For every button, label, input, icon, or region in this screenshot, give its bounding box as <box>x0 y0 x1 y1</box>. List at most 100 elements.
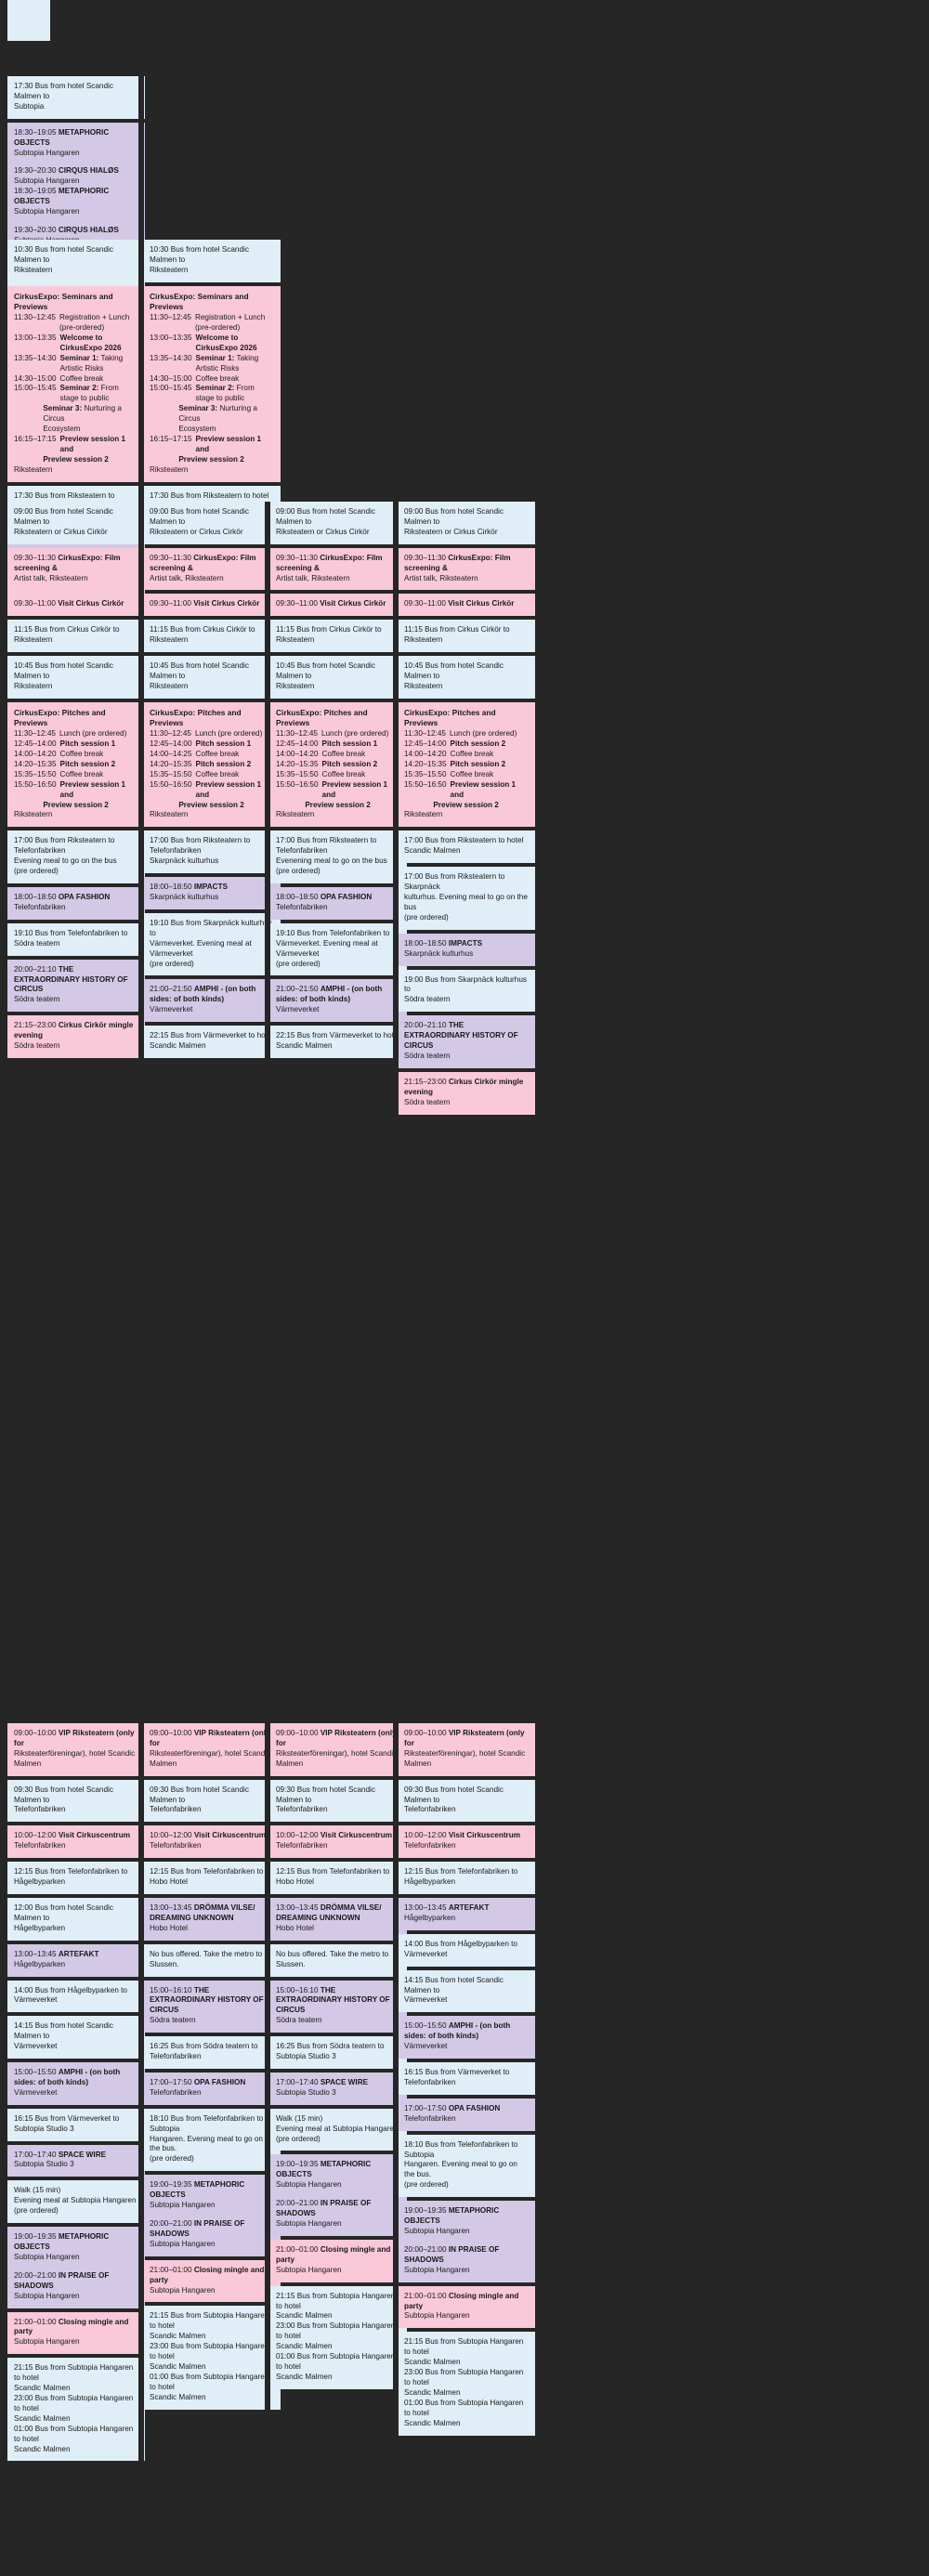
schedule-block-show: 20:00–21:10 THE EXTRAORDINARY HISTORY OF… <box>7 959 145 1013</box>
text-line: Riksteatern <box>14 681 53 690</box>
row-title: Preview session 2 <box>178 454 244 464</box>
text-line: Hågelbyparken <box>14 1877 66 1887</box>
event-line: 17:00–17:50 OPA FASHION <box>404 2104 529 2114</box>
text-line: Artist talk, Riksteatern <box>150 573 224 582</box>
block-gap <box>143 2410 281 2413</box>
text-line: Hobo Hotel <box>276 1877 314 1887</box>
event-time: 19:00–19:35 <box>150 2180 194 2190</box>
spacer <box>276 2190 400 2199</box>
event-title: OPA FASHION <box>193 2077 246 2086</box>
event-title: DRÖMMA VILSE/ DREAMING UNKNOWN <box>150 1903 255 1922</box>
event-line: 20:00–21:00 IN PRAISE OF SHADOWS <box>150 2219 274 2240</box>
event-venue: Skarpnäck kulturhus <box>150 893 219 901</box>
event-line: 21:00–01:00 Closing mingle and party <box>276 2245 400 2266</box>
schedule-block-transport: 21:15 Bus from Subtopia Hangaren to hote… <box>143 2306 281 2410</box>
text-line: 14:00 Bus from Hågelbyparken to Värmever… <box>404 1939 517 1958</box>
event-title: VIP Riksteatern (only for <box>404 1729 525 1747</box>
event-title: AMPHI - (on both sides: of both kinds) <box>14 2068 121 2086</box>
spacer <box>404 2237 529 2245</box>
text-line: 09:30 Bus from hotel Scandic Malmen to <box>150 1785 249 1804</box>
row-detail: Seminar 1: Taking Artistic Risks <box>59 353 124 373</box>
text-line: Riksteaterföreningar), hotel Scandic Mal… <box>150 1748 271 1768</box>
text-line: 10:30 Bus from hotel Scandic Malmen to <box>14 245 113 264</box>
text-line: (pre ordered) <box>276 959 321 968</box>
row-time <box>14 404 39 425</box>
block-gap <box>269 1058 407 1062</box>
text-line: (pre ordered) <box>150 2154 194 2164</box>
row-time: 15:50–16:50 <box>276 779 319 789</box>
text-line: 09:30–11:30 CirkusExpo: Film screening & <box>276 554 400 574</box>
text-line: Scandic Malmen <box>404 846 461 856</box>
text-line: 09:30 Bus from hotel Scandic Malmen to <box>14 1785 113 1804</box>
row-detail: Pitch session 2 <box>60 760 116 770</box>
text-line: 17:00 Bus from Riksteatern to Telefonfab… <box>14 836 115 856</box>
row-time <box>404 801 429 811</box>
event-title: IMPACTS <box>448 938 483 948</box>
text-line: 09:30–11:30 CirkusExpo: Film screening & <box>404 554 529 574</box>
row-detail: Seminar 2: From stage to public <box>59 384 119 403</box>
row-title: Seminar 2: <box>195 384 235 393</box>
event-time: 09:30–11:00 <box>276 599 321 608</box>
event-line: 17:00–17:50 OPA FASHION <box>150 2078 274 2088</box>
row-title: Pitch session 2 <box>450 759 506 768</box>
column-divider <box>393 502 399 2576</box>
row-detail: Preview session 2 <box>43 455 109 465</box>
row-time: 13:00–13:35 <box>14 333 57 342</box>
text-line: 16:15 Bus from Värmeverket to <box>404 2068 510 2077</box>
text-line: 09:30–11:00 Visit Cirkus Cirkör <box>14 599 138 609</box>
row-detail: Registration + Lunch (pre-ordered) <box>194 313 266 332</box>
text-line: 01:00 Bus from Subtopia Hangaren to hote… <box>14 2424 134 2443</box>
row-title: Preview session 2 <box>43 800 109 809</box>
row-time: 14:00–14:20 <box>14 750 57 759</box>
row-time: 15:50–16:50 <box>150 779 192 789</box>
text-line: Artist talk, Riksteatern <box>276 573 350 582</box>
text-line: 10:30 Bus from hotel Scandic Malmen to <box>150 245 249 264</box>
event-venue: Värmeverket <box>276 1005 320 1014</box>
row-title: Preview session 1 and <box>321 779 388 799</box>
event-time: 18:00–18:50 <box>404 938 449 948</box>
schedule-block-transport: 21:15 Bus from Subtopia Hangaren to hote… <box>398 2332 535 2436</box>
text-line: 17:00 Bus from Riksteatern to Telefonfab… <box>276 836 377 856</box>
row-title: Pitch session 2 <box>321 759 378 768</box>
event-line: 17:00–17:40 SPACE WIRE <box>14 2151 138 2161</box>
schedule-block-transport: 11:15 Bus from Cirkus Cirkör to Riksteat… <box>7 620 145 653</box>
event-time: 21:00–21:50 <box>276 985 321 994</box>
text-line: 21:15 Bus from Subtopia Hangaren to hote… <box>14 2363 134 2383</box>
event-title: OPA FASHION <box>320 893 373 901</box>
event-title: SPACE WIRE <box>320 2077 369 2086</box>
event-title: Cirkus Cirkör mingle evening <box>404 1077 524 1096</box>
text-line: Hangaren. Evening meal to go on the bus. <box>404 2160 517 2179</box>
column-divider <box>265 502 270 2576</box>
text-line: 16:25 Bus from Södra teatern to <box>276 2042 385 2051</box>
event-venue: Värmeverket <box>14 2087 58 2097</box>
event-title: Closing mingle and party <box>14 2317 129 2336</box>
schedule-block-mingle: 21:15–23:00 Cirkus Cirkör mingle evening… <box>398 1071 535 1115</box>
event-line: 19:00–19:35 METAPHORIC OBJECTS <box>276 2160 400 2180</box>
row-detail: Preview session 1 and <box>451 780 529 801</box>
text-line: Hågelbyparken <box>404 1877 456 1887</box>
block-header: CirkusExpo: Pitches and Previews <box>276 707 368 728</box>
text-line: Scandic Malmen <box>276 2342 333 2351</box>
row-detail: Preview session 1 and <box>196 435 274 455</box>
event-title: CirkusExpo: Film screening & <box>150 553 256 572</box>
